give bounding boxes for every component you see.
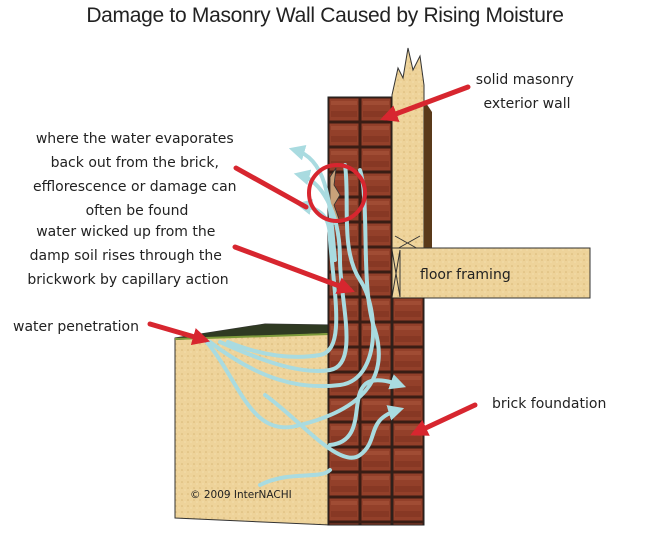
label-wicked: water wicked up from the damp soil rises…: [27, 224, 228, 288]
label-evaporates: where the water evaporates back out from…: [33, 131, 241, 219]
copyright-notice: © 2009 InterNACHI: [190, 489, 292, 501]
label-floor-framing: floor framing: [420, 267, 511, 283]
diagram-title: Damage to Masonry Wall Caused by Rising …: [86, 4, 564, 27]
callout-arrows: [147, 84, 478, 436]
water-flow-arrows: [203, 144, 407, 487]
label-brick-foundation: brick foundation: [492, 396, 606, 412]
label-solid-masonry: solid masonry exterior wall: [476, 72, 578, 112]
label-water-penetration: water penetration: [13, 319, 139, 335]
wood-wall: [391, 47, 432, 251]
floor-framing: [391, 247, 591, 299]
damage-highlight-circle: [307, 163, 367, 223]
